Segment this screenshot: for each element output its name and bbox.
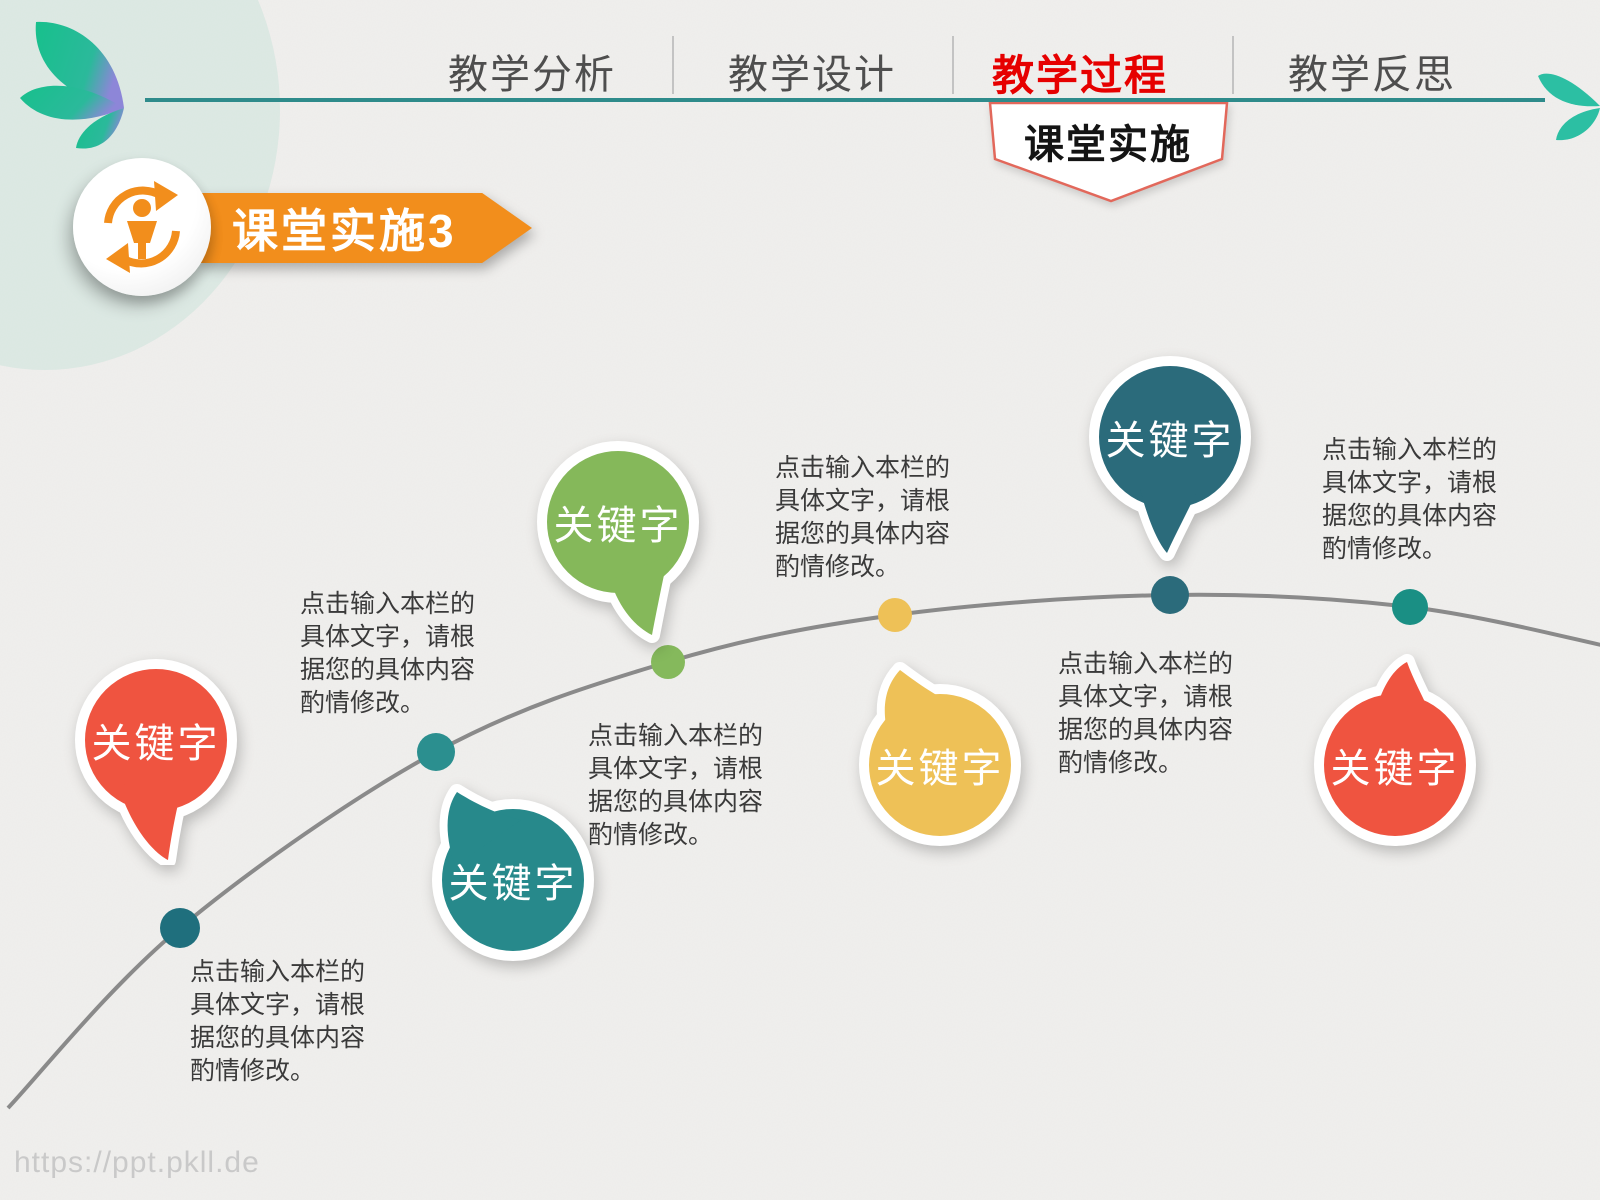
- section-title-banner: 课堂实施3: [200, 193, 532, 263]
- description-text-4: 点击输入本栏的具体文字，请根据您的具体内容酌情修改。: [775, 454, 951, 581]
- tab-teaching-process[interactable]: 教学过程: [991, 52, 1169, 99]
- keyword-bubble-5: 关键字: [1060, 312, 1280, 562]
- nav-separator: [672, 36, 674, 94]
- tab-teaching-analysis[interactable]: 教学分析: [448, 53, 616, 97]
- tab-teaching-reflection[interactable]: 教学反思: [1288, 53, 1456, 97]
- tab-teaching-design[interactable]: 教学设计: [728, 53, 896, 97]
- person-rotate-icon: [104, 181, 180, 273]
- keyword-label: 关键字: [1105, 419, 1235, 463]
- subtab-label[interactable]: 课堂实施: [1024, 123, 1192, 167]
- timeline-dot-3: [651, 645, 685, 679]
- leaf-decoration-right: [1538, 73, 1600, 141]
- watermark-url[interactable]: https://ppt.pkll.de: [14, 1146, 260, 1179]
- timeline-dot-4: [878, 598, 912, 632]
- keyword-bubble-2: 关键字: [403, 755, 623, 1005]
- keyword-label: 关键字: [553, 504, 683, 548]
- keyword-bubble-6: 关键字: [1285, 640, 1505, 890]
- section-title: 课堂实施3: [200, 193, 532, 263]
- timeline-dot-5: [1151, 576, 1189, 614]
- keyword-label: 关键字: [875, 747, 1005, 791]
- keyword-label: 关键字: [1330, 747, 1460, 791]
- keyword-bubble-3: 关键字: [508, 397, 728, 647]
- nav-separator: [952, 36, 954, 94]
- leaf-decoration-top-left: [20, 21, 125, 149]
- description-text-1: 点击输入本栏的具体文字，请根据您的具体内容酌情修改。: [190, 958, 366, 1085]
- timeline-dot-1: [160, 908, 200, 948]
- timeline-dot-6: [1392, 589, 1428, 625]
- keyword-bubble-4: 关键字: [830, 640, 1050, 890]
- keyword-bubble-1: 关键字: [46, 615, 266, 868]
- description-text-5: 点击输入本栏的具体文字，请根据您的具体内容酌情修改。: [1058, 650, 1234, 777]
- keyword-label: 关键字: [448, 862, 578, 906]
- keyword-label: 关键字: [91, 722, 221, 766]
- description-text-6: 点击输入本栏的具体文字，请根据您的具体内容酌情修改。: [1322, 436, 1498, 563]
- nav-separator: [1232, 36, 1234, 94]
- description-text-2: 点击输入本栏的具体文字，请根据您的具体内容酌情修改。: [300, 590, 476, 717]
